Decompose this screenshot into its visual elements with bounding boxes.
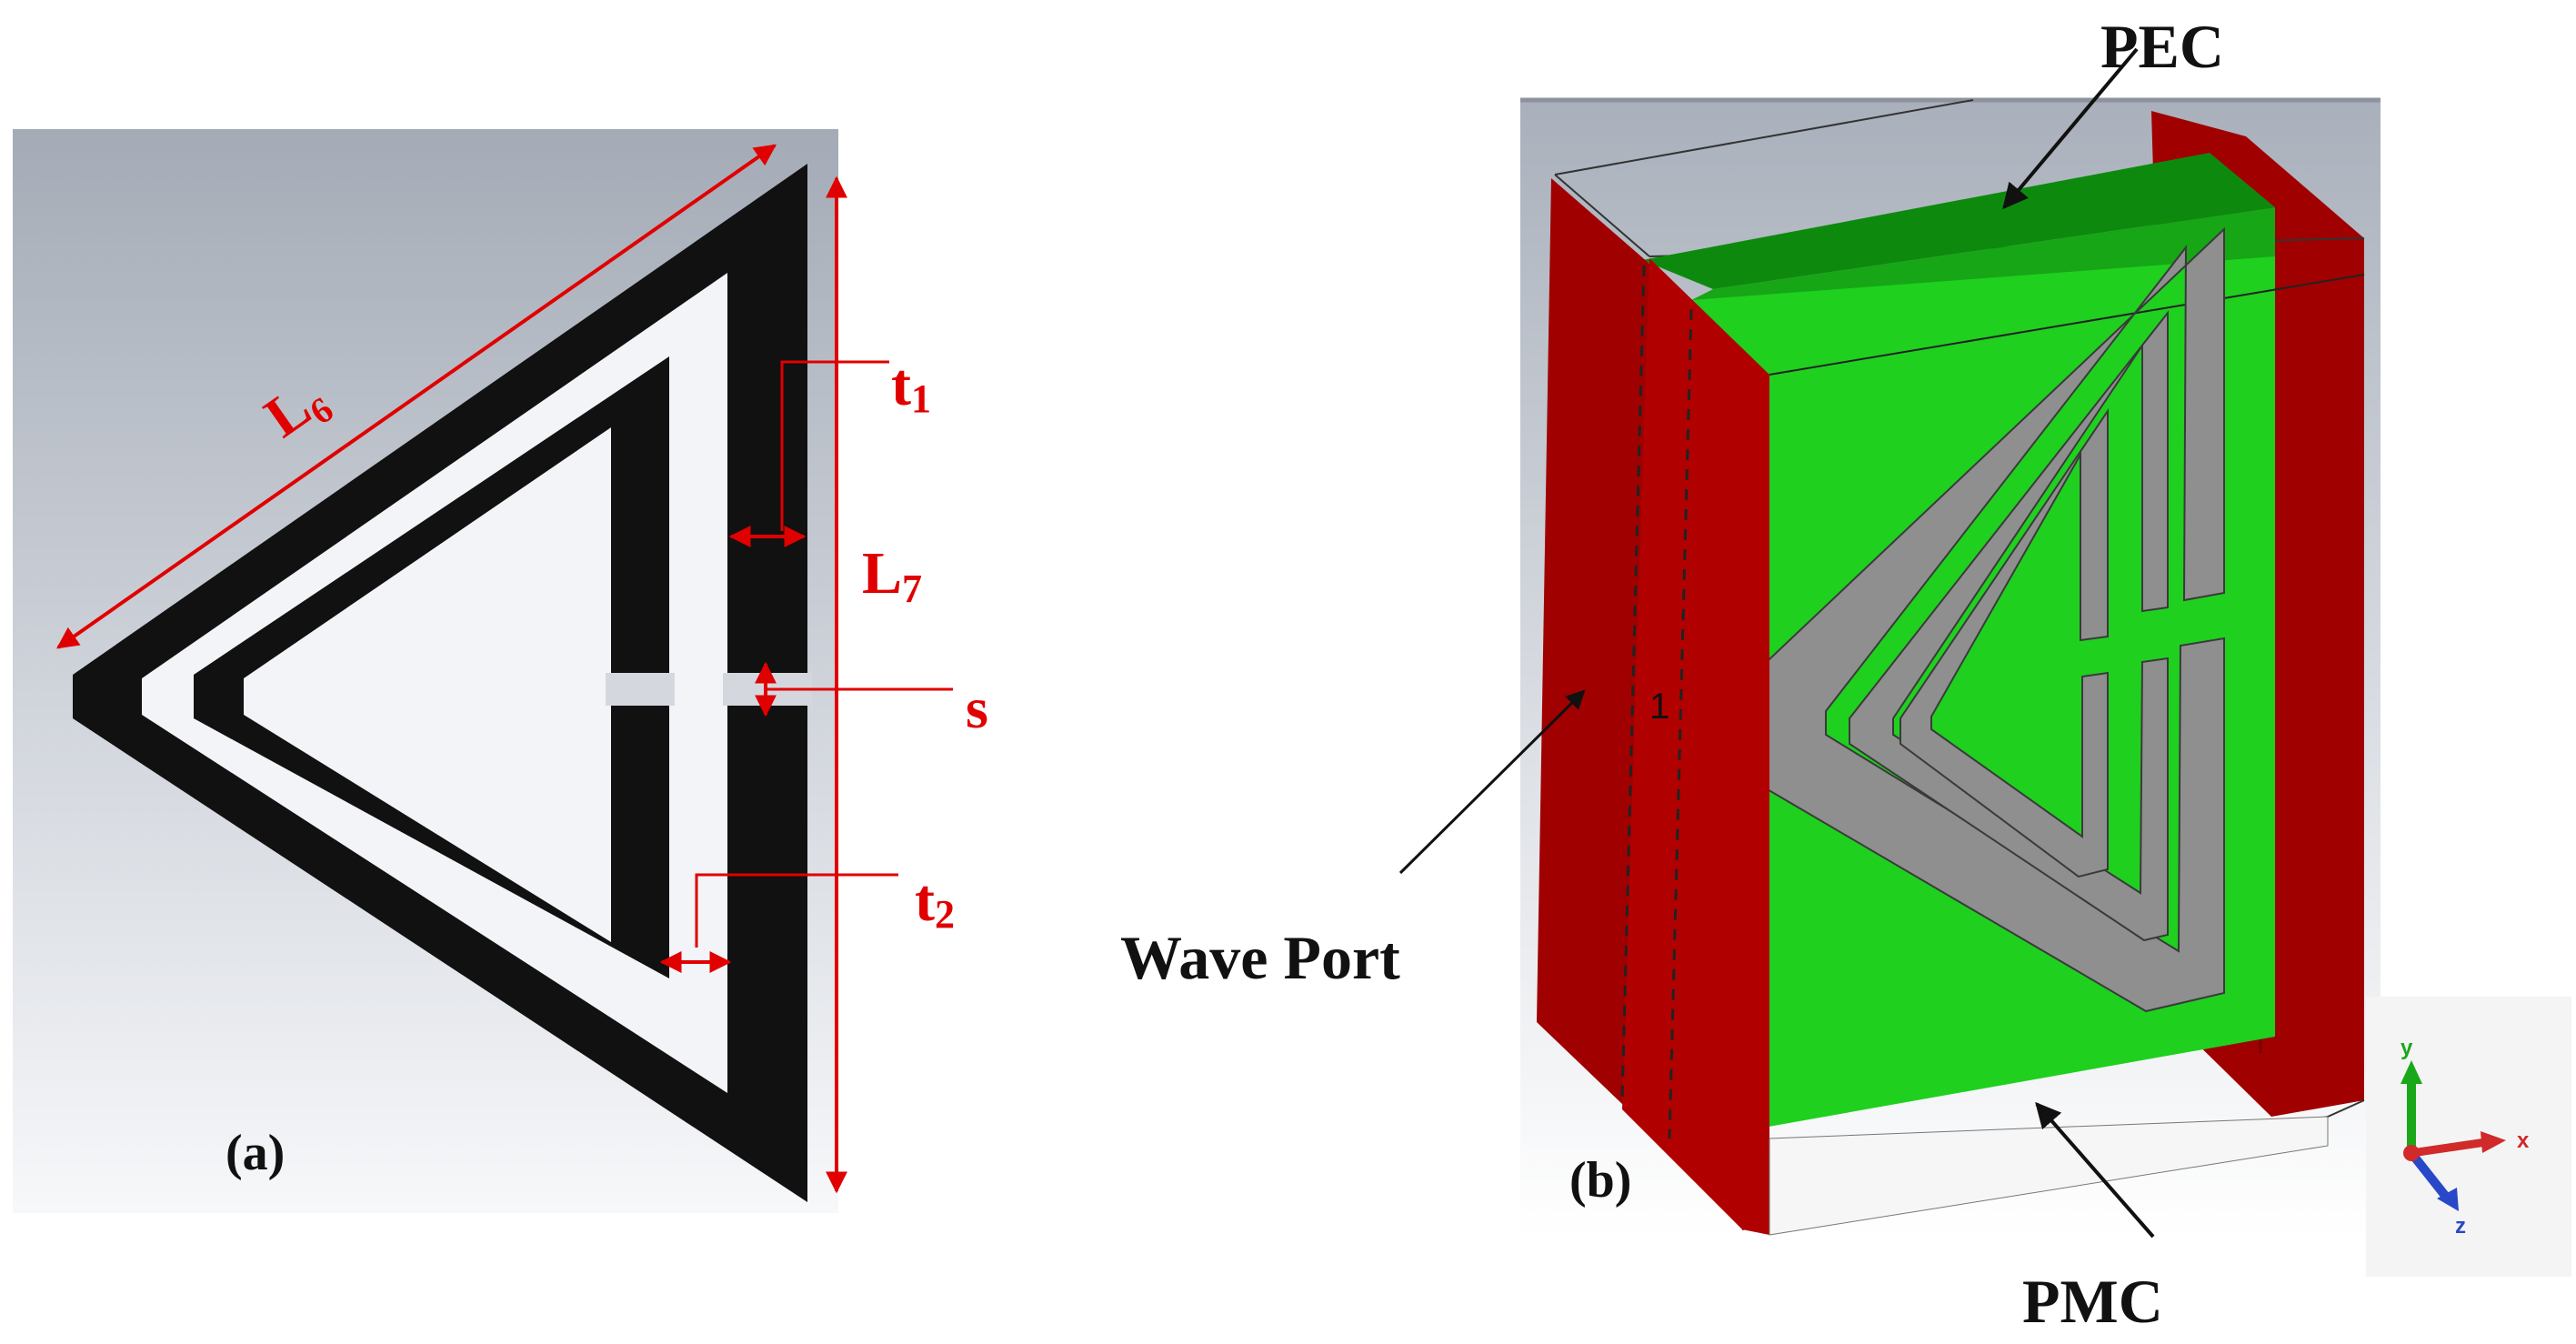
port-number: 1 [1649,687,1669,727]
outer-resonator-trace [1754,226,2225,1013]
l7-label: L7 [862,540,922,611]
z-axis-label: z [2455,1214,2466,1239]
pec-top-face [1642,153,2275,289]
t1-leader-line [780,360,889,531]
z-axis-arrow [2408,1149,2450,1200]
innermost-resonator-trace [1899,407,2109,878]
s-label: s [966,676,988,740]
pmc-label: PMC [2022,1267,2163,1336]
panel-b-caption: (b) [1569,1152,1631,1209]
panel-a-caption: (a) [226,1125,285,1181]
t2-label: t2 [915,868,955,937]
x-axis-arrowhead [2481,1131,2506,1153]
x-axis-arrow [2411,1138,2487,1158]
inner-ring-slit [606,673,675,706]
y-axis-label: y [2401,1036,2413,1060]
resonator-traces [1754,226,2225,1013]
pec-label: PEC [2100,12,2224,81]
axes-triad: y x z [2366,997,2571,1277]
y-axis-arrowhead [2401,1060,2422,1084]
l6-dimension-arrow [56,144,777,649]
x-axis-label: x [2517,1128,2530,1153]
axes-triad-background [2366,997,2571,1277]
pmc-arrow [2035,1101,2155,1239]
substrate-top-edge [1769,274,2365,376]
axes-origin [2403,1145,2420,1161]
bottom-face [1769,1116,2329,1236]
wave-port-side-front [1622,258,1769,1235]
wave-port-label: Wave Port [1120,923,1400,992]
wave-port-arrow [1398,689,1586,875]
panel-a: L6 L7 t1 s t2 (a) [13,129,988,1213]
panel-b: 1 PEC Wave Port PMC (b) [1120,12,2381,1336]
z-axis-arrowhead [2437,1188,2459,1211]
t2-leader-line [695,873,898,948]
pec-arrow [2002,47,2139,210]
inner-resonator-trace [1849,310,2169,942]
t1-label: t1 [891,352,931,421]
